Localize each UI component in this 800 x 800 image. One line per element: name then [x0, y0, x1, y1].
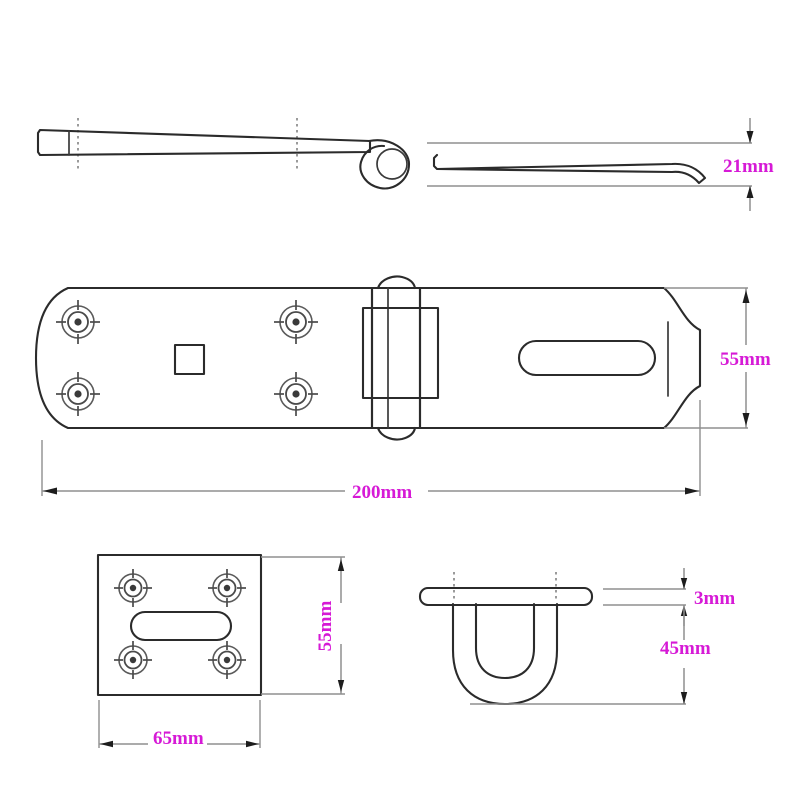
dim-arrow-45mm-bottom [680, 692, 688, 704]
dim-arrow-65-right [246, 740, 259, 748]
hasp-arm-plate [418, 286, 702, 430]
dimension-loop-depth-45mm: 45mm [470, 605, 711, 705]
staple-screw-hole-top-left [114, 569, 152, 607]
dim-arrow-plate55-top [337, 559, 345, 571]
dim-arrow-65-left [100, 740, 113, 748]
dim-arrow-21-top [746, 131, 754, 143]
screw-hole-bottom-left [56, 372, 100, 416]
view-main-plan: 55mm 200mm [34, 275, 771, 503]
dim-arrow-55-top [742, 290, 750, 303]
dim-label-3mm: 3mm [694, 588, 735, 609]
hinge-knuckle-bottom-cap [376, 426, 417, 441]
hinge-leaf-plate [361, 306, 440, 400]
screw-hole-top-left [56, 300, 100, 344]
hasp-oval-slot [517, 339, 657, 377]
dim-arrow-3mm-top [680, 578, 688, 589]
staple-tongue-profile [432, 153, 707, 185]
screw-hole-bottom-right [274, 372, 318, 416]
staple-plate-outline [96, 553, 263, 697]
view-staple-plate-plan: 55mm 65mm [96, 553, 345, 749]
dim-arrow-21-bottom [746, 186, 754, 198]
staple-side-top-bar [418, 586, 594, 607]
base-plate-square-hole [173, 343, 206, 376]
dimension-thickness-21mm: 21mm [427, 118, 774, 211]
dim-label-200mm: 200mm [352, 482, 412, 503]
dim-label-plate-55mm: 55mm [315, 601, 336, 652]
dim-label-55mm: 55mm [720, 349, 771, 370]
dim-label-21mm: 21mm [723, 156, 774, 177]
dim-arrow-55-bottom [742, 413, 750, 426]
staple-plate-oval-slot [129, 610, 233, 642]
staple-side-inner-loop [474, 602, 536, 680]
hasp-base-plate [34, 286, 374, 430]
view-top-side-profile: 21mm [36, 118, 774, 211]
dimension-length-200mm: 200mm [41, 400, 701, 503]
dim-label-65mm: 65mm [153, 728, 204, 749]
staple-screw-hole-top-right [208, 569, 246, 607]
dim-arrow-200-right [685, 487, 699, 495]
dimension-plate-width-65mm: 65mm [98, 700, 261, 749]
hinge-pin-circle [376, 148, 408, 180]
dimension-width-55mm: 55mm [664, 287, 771, 429]
screw-hole-top-right [274, 300, 318, 344]
dim-label-45mm: 45mm [660, 638, 711, 659]
hasp-arm-profile [36, 128, 372, 157]
hinge-curl-outer [359, 139, 411, 190]
dim-arrow-200-left [43, 487, 57, 495]
staple-screw-hole-bottom-right [208, 641, 246, 679]
dimension-plate-height-55mm: 55mm [261, 556, 345, 695]
hinge-knuckle-top-cap [376, 275, 417, 290]
view-staple-side: 3mm 45mm [418, 568, 735, 706]
dim-arrow-plate55-bottom [337, 680, 345, 692]
staple-screw-hole-bottom-left [114, 641, 152, 679]
